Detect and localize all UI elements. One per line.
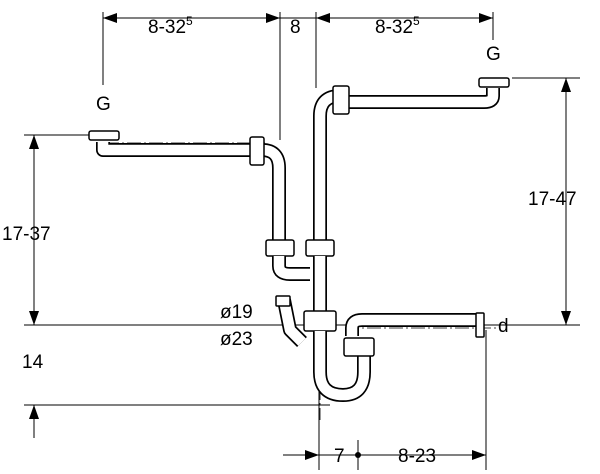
arrow-top-4 bbox=[479, 13, 493, 23]
label-drain: d bbox=[498, 316, 509, 337]
label-left-height: 17-37 bbox=[2, 224, 51, 245]
label-bottom-offset: 7 bbox=[334, 446, 345, 467]
arrow-trap-depth bbox=[29, 405, 39, 419]
right-elbow-nut bbox=[332, 85, 350, 115]
trap-outlet-nut bbox=[343, 337, 375, 357]
arrow-right-up bbox=[561, 78, 571, 92]
arrow-top-3 bbox=[316, 13, 330, 23]
arrow-top-2 bbox=[266, 13, 280, 23]
pipe-assembly bbox=[88, 77, 510, 402]
arrow-bottom-1 bbox=[305, 450, 319, 460]
labels: 8-325 8 8-325 G G 17-37 17-47 ø19 ø23 14… bbox=[2, 14, 577, 467]
dimension-lines bbox=[24, 12, 580, 470]
label-right-height: 17-47 bbox=[528, 189, 577, 210]
label-top-left-dim: 8-325 bbox=[148, 14, 193, 38]
side-inlet-cap bbox=[275, 295, 291, 307]
arrow-bottom-2 bbox=[472, 450, 486, 460]
left-riser-nut bbox=[265, 239, 295, 257]
label-top-right-dim: 8-325 bbox=[375, 14, 420, 38]
label-trap-depth: 14 bbox=[22, 352, 44, 373]
left-elbow-nut bbox=[249, 136, 265, 166]
label-outlet-left: G bbox=[96, 94, 111, 115]
label-top-mid-dim: 8 bbox=[290, 17, 301, 38]
arrow-top-1 bbox=[103, 13, 117, 23]
trap-inlet-nut bbox=[303, 310, 337, 332]
dot-bottom-mid bbox=[355, 452, 361, 458]
right-riser-nut bbox=[305, 239, 335, 257]
label-dia-small: ø19 bbox=[220, 302, 253, 323]
label-dia-large: ø23 bbox=[220, 329, 253, 350]
arrow-left-up bbox=[29, 135, 39, 149]
arrow-left-down bbox=[29, 311, 39, 325]
arrow-right-down bbox=[561, 311, 571, 325]
right-outlet-flange bbox=[478, 77, 510, 88]
left-outlet-flange bbox=[88, 130, 120, 141]
label-bottom-length: 8-23 bbox=[398, 446, 436, 467]
drain-outlet-end bbox=[475, 312, 485, 338]
label-outlet-right: G bbox=[486, 44, 501, 65]
